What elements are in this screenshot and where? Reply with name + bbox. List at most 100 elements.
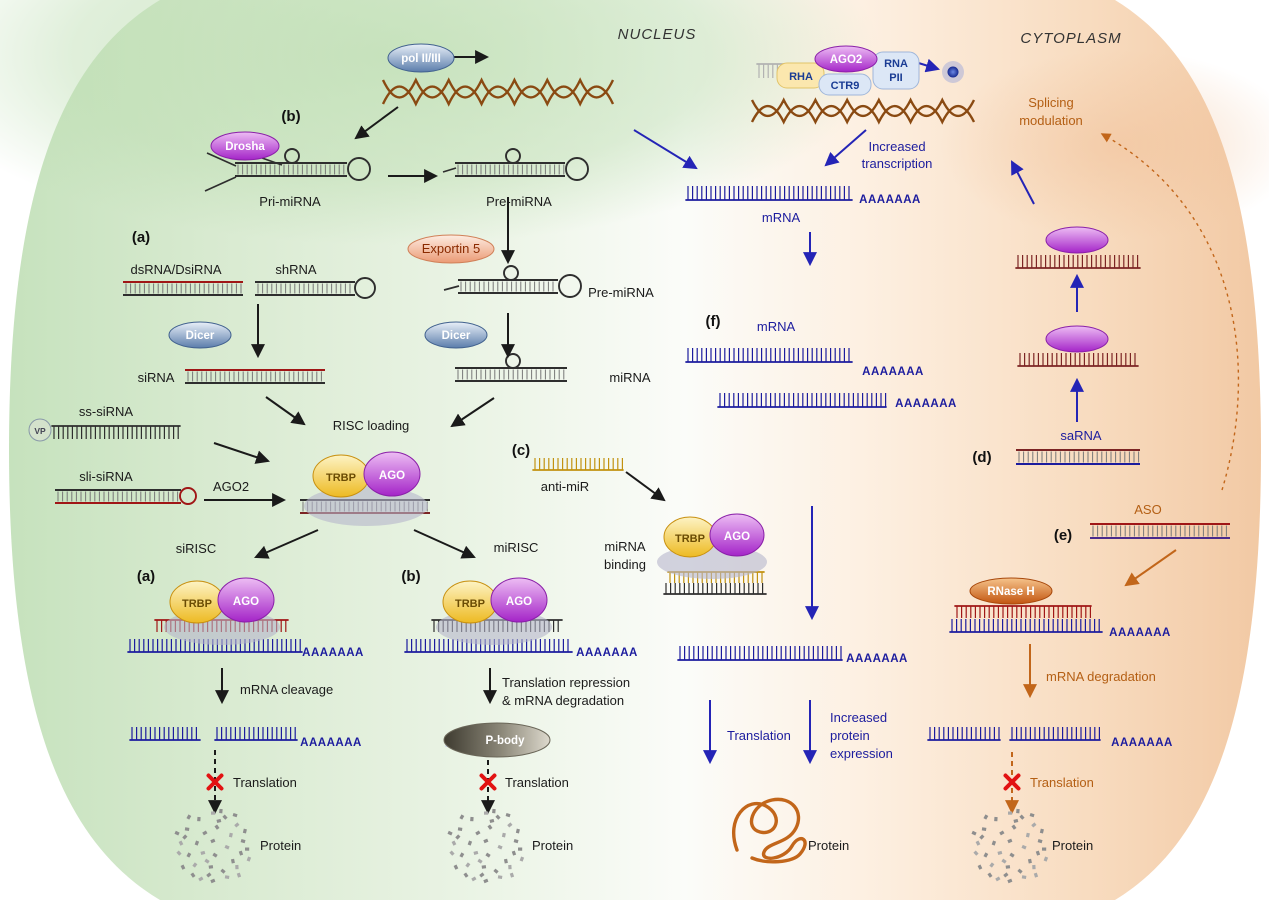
aso-label: ASO (1134, 502, 1161, 517)
polya-cleaved-right: AAAAAAA (1111, 737, 1173, 749)
mrna-degradation-label: mRNA degradation (1046, 669, 1156, 684)
exportin5-label: Exportin 5 (422, 241, 481, 256)
label-nucleus: NUCLEUS (618, 26, 697, 43)
rna-pii-label-2: PII (889, 72, 902, 84)
pol-ii-iii-label: pol II/III (401, 53, 441, 65)
increased-transcription-1: Increased (868, 139, 925, 154)
pre-mirna-mid-label: Pre-miRNA (588, 285, 654, 300)
translation-repression-2: & mRNA degradation (502, 693, 624, 708)
anti-mir-label: anti-miR (541, 479, 589, 494)
p-body (443, 722, 551, 758)
polya-cleaved-left: AAAAAAA (300, 737, 362, 749)
nodes (28, 43, 1109, 758)
protein-orange-label: Protein (808, 838, 849, 853)
mrna-f-label: mRNA (757, 319, 796, 334)
pol-ii-iii-enzyme (387, 43, 455, 73)
ago2-sarna-upper (1045, 226, 1109, 254)
p-body-label: P-body (486, 735, 526, 747)
ago-mirisc (490, 577, 548, 623)
vp-conjugate (28, 418, 52, 442)
ago2-sarna-lower (1045, 325, 1109, 353)
dicer-right-label: Dicer (442, 330, 471, 342)
polya-top: AAAAAAA (859, 194, 921, 206)
mrna-top-label: mRNA (762, 210, 801, 225)
generated-structures (51, 50, 1240, 884)
mirna-binding-2: binding (604, 557, 646, 572)
polya-mirisc: AAAAAAA (576, 647, 638, 659)
polya-mid: AAAAAAA (846, 653, 908, 665)
ago-risc-loading (363, 451, 421, 497)
labels: NUCLEUS CYTOPLASM pol II/III (b) Drosha … (34, 26, 1172, 853)
ss-sirna-label: ss-siRNA (79, 404, 133, 419)
polya-f1: AAAAAAA (862, 366, 924, 378)
vp-label: VP (34, 426, 46, 436)
panel-label-e: (e) (1054, 527, 1072, 544)
transcription-dot (947, 66, 959, 78)
sli-sirna-label: sli-siRNA (79, 469, 133, 484)
mirna-label: miRNA (609, 370, 650, 385)
trbp-antimir-label: TRBP (675, 533, 705, 545)
pre-mirna-top-label: Pre-miRNA (486, 194, 552, 209)
panel-label-b-top: (b) (281, 108, 300, 125)
translation-left-label: Translation (233, 775, 297, 790)
splicing-modulation-1: Splicing (1028, 95, 1074, 110)
sirna-label: siRNA (138, 370, 175, 385)
label-cytoplasm: CYTOPLASM (1020, 30, 1121, 47)
ago2-nuclear-enzyme (814, 45, 878, 73)
trbp-risc-label: TRBP (326, 472, 356, 484)
panel-label-d: (d) (972, 449, 991, 466)
panel-label-a-top: (a) (132, 229, 150, 246)
translation-blue-label: Translation (727, 728, 791, 743)
shrna-label: shRNA (275, 262, 317, 277)
ago-mirisc-label: AGO (506, 596, 532, 608)
translation-mid-label: Translation (505, 775, 569, 790)
ago-sirisc (217, 577, 275, 623)
mirna-binding-1: miRNA (604, 539, 645, 554)
ctr9-protein (818, 73, 872, 96)
ago-sirisc-label: AGO (233, 596, 259, 608)
sirisc-label: siRISC (176, 541, 216, 556)
protein-right-label: Protein (1052, 838, 1093, 853)
ctr9-label: CTR9 (831, 80, 860, 92)
rha-label: RHA (789, 71, 813, 83)
ago-antimir (709, 513, 765, 557)
rna-pii-label-1: RNA (884, 58, 908, 70)
dicer-left-label: Dicer (186, 330, 215, 342)
cytoplasm-accent (940, 50, 1269, 240)
increased-transcription-2: transcription (862, 156, 933, 171)
panel-label-b-mid: (b) (401, 568, 420, 585)
translation-repression-1: Translation repression (502, 675, 630, 690)
pri-mirna-label: Pri-miRNA (259, 194, 321, 209)
increased-protein-3: expression (830, 746, 893, 761)
mrna-cleavage-label: mRNA cleavage (240, 682, 333, 697)
dicer-enzyme-right (424, 321, 488, 349)
splicing-modulation-2: modulation (1019, 113, 1083, 128)
drosha-label: Drosha (225, 141, 265, 153)
mirisc-label: miRISC (494, 540, 539, 555)
ago2-loading-label: AGO2 (213, 479, 249, 494)
rnaseh-label: RNase H (987, 586, 1034, 598)
ago-antimir-label: AGO (724, 531, 750, 543)
panel-label-c: (c) (512, 442, 530, 459)
sarna-label: saRNA (1060, 428, 1102, 443)
ago2-nuclear-label: AGO2 (830, 54, 863, 66)
risc-loading-label: RISC loading (333, 418, 410, 433)
protein-mid-label: Protein (532, 838, 573, 853)
increased-protein-1: Increased (830, 710, 887, 725)
panel-label-a-left: (a) (137, 568, 155, 585)
polya-rnase: AAAAAAA (1109, 627, 1171, 639)
exportin5-enzyme (407, 234, 495, 264)
protein-left-label: Protein (260, 838, 301, 853)
dicer-enzyme-left (168, 321, 232, 349)
trbp-mirisc-label: TRBP (455, 598, 485, 610)
ago-risc-label: AGO (379, 470, 405, 482)
rna-pii-protein (872, 51, 920, 90)
polya-sirisc: AAAAAAA (302, 647, 364, 659)
increased-protein-2: protein (830, 728, 870, 743)
rnaseh-enzyme (969, 577, 1053, 605)
panel-label-f: (f) (706, 313, 721, 330)
dsrna-label: dsRNA/DsiRNA (130, 262, 221, 277)
